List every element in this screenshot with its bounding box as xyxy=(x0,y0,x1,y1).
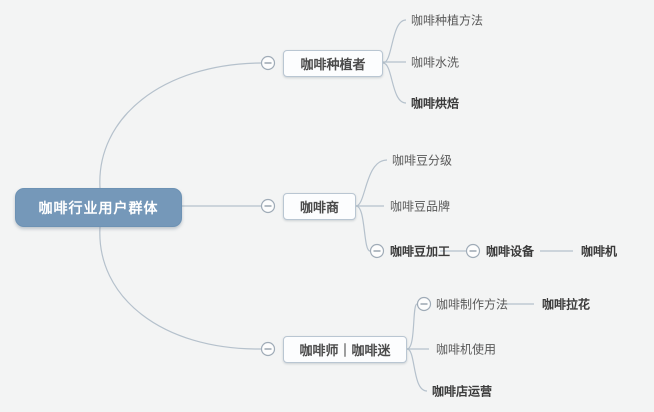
connector-growers-roasting xyxy=(382,62,407,104)
leaf-making-methods[interactable]: 咖啡制作方法 xyxy=(436,297,509,312)
connector-merchant-grading xyxy=(355,159,388,207)
branch-node-barista-fans[interactable]: 咖啡师｜咖啡迷 xyxy=(283,336,407,363)
leaf-machine-usage[interactable]: 咖啡机使用 xyxy=(436,342,497,357)
connector-barista-shopops xyxy=(406,348,428,392)
connector-barista-making xyxy=(406,303,418,350)
collapse-toggle-barista[interactable] xyxy=(260,341,276,357)
leaf-bean-brands[interactable]: 咖啡豆品牌 xyxy=(390,199,451,214)
collapse-toggle-making[interactable] xyxy=(416,296,432,312)
leaf-latte-art[interactable]: 咖啡拉花 xyxy=(542,297,591,312)
collapse-toggle-growers[interactable] xyxy=(260,55,276,71)
connector-growers-planting xyxy=(382,19,407,64)
connector-merchant-processing xyxy=(355,205,371,252)
collapse-toggle-processing[interactable] xyxy=(369,243,385,259)
branch-node-coffee-growers[interactable]: 咖啡种植者 xyxy=(283,50,383,77)
collapse-toggle-merchant[interactable] xyxy=(260,198,276,214)
root-node[interactable]: 咖啡行业用户群体 xyxy=(15,188,182,227)
leaf-coffee-machine[interactable]: 咖啡机 xyxy=(581,244,618,259)
collapse-toggle-equipment[interactable] xyxy=(465,243,481,259)
leaf-bean-processing[interactable]: 咖啡豆加工 xyxy=(390,244,451,259)
leaf-bean-grading[interactable]: 咖啡豆分级 xyxy=(392,153,453,168)
branch-node-coffee-merchant[interactable]: 咖啡商 xyxy=(283,193,356,220)
leaf-planting-methods[interactable]: 咖啡种植方法 xyxy=(411,13,484,28)
leaf-roasting[interactable]: 咖啡烘焙 xyxy=(411,96,460,111)
leaf-equipment[interactable]: 咖啡设备 xyxy=(486,244,535,259)
leaf-shop-operation[interactable]: 咖啡店运营 xyxy=(432,384,493,399)
leaf-washing[interactable]: 咖啡水洗 xyxy=(411,55,460,70)
connector-root-to-barista xyxy=(99,226,262,350)
connector-root-to-growers xyxy=(99,62,262,189)
